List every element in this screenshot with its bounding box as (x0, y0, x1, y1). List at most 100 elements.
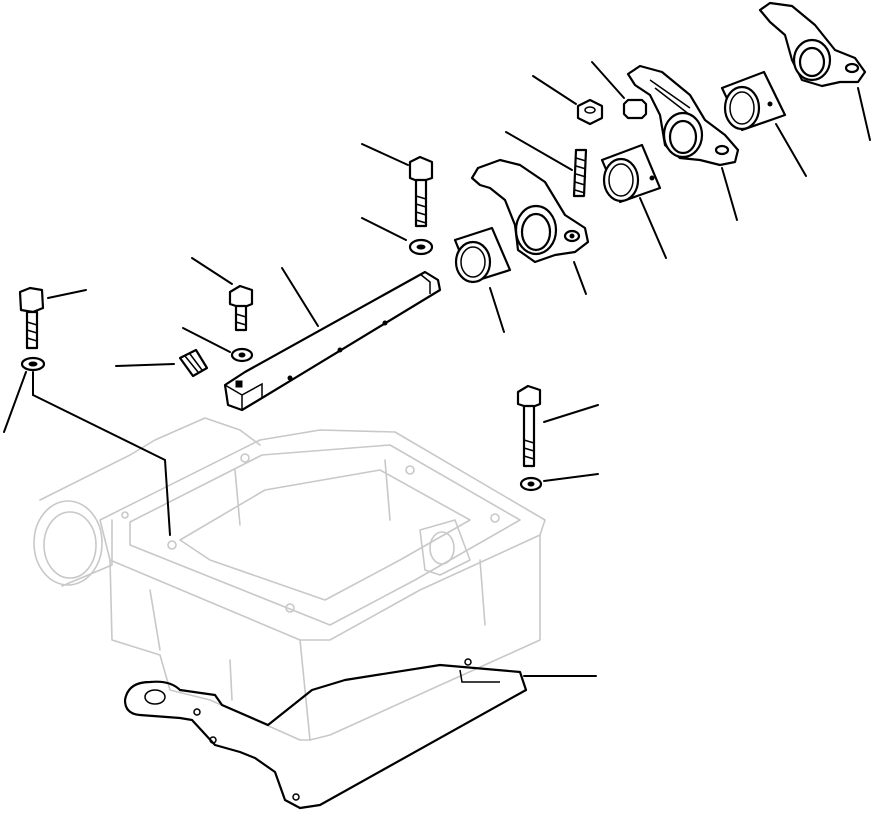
callout-leaders (3, 61, 871, 677)
bolt-shaft-upper (228, 284, 254, 332)
housing-flange-inner (129, 444, 521, 626)
callout-line-bushing-2 (639, 197, 667, 259)
housing-boss-inner (43, 511, 97, 579)
housing-wall-front (299, 534, 541, 741)
housing-boss-top (39, 417, 261, 501)
rocker-arm-1 (470, 158, 590, 264)
callout-line-rocker-arm-3 (857, 87, 871, 141)
housing-hole-4 (490, 513, 500, 523)
callout-line-rocker-arm-1 (573, 261, 587, 295)
bolt-center (408, 155, 434, 228)
bolt-center-thread (415, 195, 427, 224)
housing-hole-3 (405, 465, 415, 475)
bushing-1-bore (460, 246, 486, 278)
rocker-arm-2 (626, 64, 740, 167)
washer-center-hole (416, 244, 426, 250)
plug-thread (184, 353, 203, 373)
housing-hole-2 (240, 453, 250, 463)
bushing-2-oil-hole (649, 175, 655, 181)
gasket-outline (123, 663, 528, 810)
callout-line-bolt-left (47, 289, 87, 299)
bushing-3-bore (729, 91, 755, 125)
callout-line-washer-shaft-upper (182, 327, 231, 353)
rocker-arm-3-bore (798, 46, 826, 78)
housing-flange (99, 429, 546, 641)
callout-line-plug (115, 363, 175, 367)
housing-cavity (179, 469, 471, 601)
housing-hole-6 (121, 511, 129, 519)
bolt-shaft-upper-thread (235, 313, 247, 326)
housing-wall-details (149, 559, 486, 701)
callout-line-washer-right (543, 473, 599, 482)
bushing-2-bore (608, 163, 634, 197)
callout-line-bolt-shaft-upper (191, 257, 233, 285)
washer-shaft-upper-hole (238, 352, 246, 358)
gasket-hole-3 (209, 736, 217, 744)
bolt-right-thread (523, 439, 535, 460)
nut-hole (584, 106, 596, 114)
plug (178, 348, 209, 378)
stud (572, 148, 588, 198)
nut (576, 98, 604, 126)
housing-hole-1 (167, 540, 177, 550)
rocker-shaft-end-right (419, 273, 431, 294)
cap (622, 98, 648, 120)
rocker-arm-1-bore (520, 212, 552, 252)
gasket-hole-1 (144, 689, 166, 705)
rocker-arm-3-adjuster (844, 62, 860, 74)
bushing-3 (720, 70, 787, 132)
gasket-hole-5 (464, 658, 472, 666)
rocker-arm-2-bore (668, 119, 698, 155)
housing-right-boss (419, 519, 471, 576)
rocker-arm-1-adjuster-hole (569, 233, 575, 239)
rocker-shaft-hole-2 (337, 347, 343, 353)
rocker-shaft-hole-3 (382, 320, 388, 326)
bolt-center-head (408, 155, 434, 184)
plug-body (178, 348, 209, 378)
housing-wall-left (109, 559, 311, 741)
callout-line-bolt-center (361, 143, 409, 166)
callout-line-cap (591, 61, 625, 99)
rocker-shaft (223, 270, 442, 412)
bolt-left-head (18, 286, 45, 314)
bolt-shaft-upper-shank (234, 304, 248, 332)
callout-line-washer-left (3, 371, 27, 433)
housing-ribs (234, 459, 391, 526)
rocker-arm-2-adjuster (714, 144, 730, 156)
bolt-shaft-upper-head (228, 284, 254, 310)
housing (33, 417, 546, 741)
bolt-right (516, 384, 542, 468)
rocker-shaft-end (224, 382, 263, 410)
callout-line-bolt-right (543, 404, 599, 423)
cap-body (622, 98, 648, 120)
washer-right (519, 476, 543, 492)
bolt-left-thread (26, 321, 38, 342)
callout-line-nut (532, 75, 577, 105)
bushing-1 (453, 226, 512, 284)
gasket (123, 658, 528, 810)
callout-line-washer-center (361, 217, 407, 241)
callout-line-bolt-left-path (32, 394, 171, 536)
gasket-tab (459, 669, 500, 683)
bolt-left (18, 286, 45, 350)
housing-hole-5 (285, 603, 295, 613)
callout-line-bushing-1 (489, 287, 505, 333)
bolt-center-shank (414, 178, 428, 228)
rocker-shaft-slot (235, 380, 243, 388)
callout-line-bushing-3 (775, 123, 807, 177)
bushing-3-oil-hole (767, 101, 773, 107)
stud-body (572, 148, 588, 198)
bolt-right-head (516, 384, 542, 410)
housing-boss-side (61, 519, 113, 587)
washer-center (408, 238, 434, 256)
callout-line-stud (505, 131, 573, 171)
gasket-hole-2 (193, 708, 201, 716)
rocker-shaft-hole-1 (287, 375, 293, 381)
rocker-arm-2-web (649, 79, 691, 116)
washer-right-hole (527, 481, 535, 487)
bushing-2 (600, 143, 662, 204)
washer-shaft-upper (230, 347, 254, 363)
housing-right-hole (429, 531, 455, 565)
